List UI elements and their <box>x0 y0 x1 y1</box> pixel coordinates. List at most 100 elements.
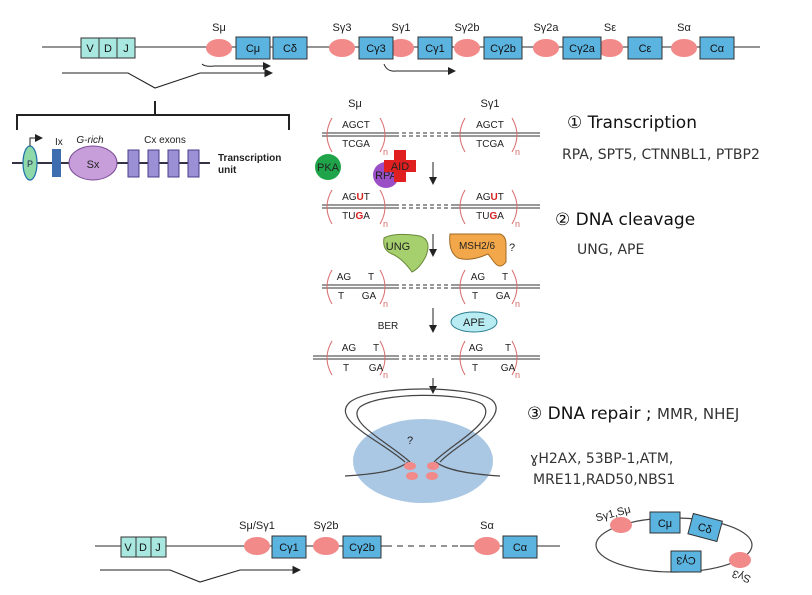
mech-s-mu-label: Sμ <box>348 98 362 110</box>
top-c-a-label: Cα <box>710 43 725 55</box>
r3-top-b-g1: T <box>502 272 508 283</box>
top-c-e <box>627 36 663 60</box>
r4-n-mu: n <box>383 370 388 380</box>
top-s-g3-label: Sγ3 <box>333 22 352 34</box>
tu-g-rich-label: G-rich <box>76 135 104 146</box>
r3-top-a-g1: AG <box>471 272 486 283</box>
top-switch-mu <box>206 39 232 57</box>
mechanism-panel: Sμ Sγ1 AGCT TCGA AGCT TCGA n n PKA RPA A… <box>313 98 540 503</box>
r4-top-b-mu: T <box>373 343 379 354</box>
bottom-j-segment <box>150 536 167 558</box>
r1-seq-bot-mu: TCGA <box>342 139 370 150</box>
top-switch-a <box>671 39 697 57</box>
excision-circle: Sγ1,Sμ Cμ Cδ Cγ3 Sγ3 <box>594 504 752 585</box>
top-c-g3 <box>358 36 394 60</box>
top-switch-g2b <box>454 39 480 57</box>
circle-c-delta <box>687 512 723 543</box>
top-c-g2b <box>483 36 523 60</box>
pka-label: PKA <box>317 162 340 174</box>
circle-s-g3-label: Sγ3 <box>731 567 753 585</box>
r2-seq-top-mu: AGUT <box>342 192 370 203</box>
step-3-title: ③ DNA repair ; <box>527 404 658 424</box>
bottom-v-label: V <box>124 542 132 554</box>
step-2-factors: UNG, APE <box>577 242 645 258</box>
bottom-switch-hybrid <box>244 537 270 555</box>
top-c-delta-label: Cδ <box>283 43 297 55</box>
bottom-c-g2b <box>342 535 382 559</box>
dna-loop-outer <box>344 388 497 463</box>
top-c-mu <box>235 36 271 60</box>
tu-cx-exon-3 <box>167 149 180 178</box>
duplex-row-3: AG T T GA AG T T GA n n <box>322 269 540 309</box>
top-v-label: V <box>86 43 94 55</box>
step-2-title: ② DNA cleavage <box>555 210 696 230</box>
top-switch-g2a <box>533 39 559 57</box>
top-c-g2a <box>562 36 602 60</box>
top-c-delta <box>272 36 308 60</box>
top-germline-arrow-g1 <box>383 63 456 75</box>
tu-cx-exon-1 <box>127 149 140 178</box>
step-3-factors-line1: ɣH2AX, 53BP-1,ATM, <box>530 451 674 467</box>
top-c-mu-label: Cμ <box>246 43 260 55</box>
bottom-j-label: J <box>155 542 161 554</box>
r3-top-a-mu: AG <box>337 272 352 283</box>
ung-protein <box>383 233 429 273</box>
step-3-heading: ③ DNA repair ; MMR, NHEJ <box>527 404 739 424</box>
pka-protein <box>315 154 341 180</box>
rpa-label: RPA <box>375 170 397 182</box>
tu-promoter-label: P <box>27 159 33 169</box>
r4-top-a-g1: AG <box>469 343 484 354</box>
loop-question: ? <box>407 435 413 447</box>
bottom-s-hybrid-label: Sμ/Sγ1 <box>239 520 275 532</box>
r3-bot-a-mu: T <box>338 291 344 302</box>
r3-bot-a-g1: T <box>472 291 478 302</box>
top-s-g2b-label: Sγ2b <box>454 22 479 34</box>
top-d-label: D <box>104 43 112 55</box>
bottom-d-label: D <box>139 542 147 554</box>
top-switch-g1 <box>388 39 414 57</box>
transcription-unit: P Ix Sx G-rich Cx exons Transcription un… <box>12 134 281 181</box>
top-c-g3-label: Cγ3 <box>366 43 386 55</box>
bottom-s-g2b-label: Sγ2b <box>313 520 338 532</box>
bottom-transcript-arrow <box>100 565 302 583</box>
circle-c-g3 <box>670 550 702 573</box>
circle-c-mu-label: Cμ <box>658 518 672 530</box>
tu-sx-region <box>68 145 118 181</box>
r1-n-mu: n <box>383 147 388 157</box>
circle-switch-hybrid <box>610 517 632 533</box>
bottom-c-g1 <box>271 535 307 559</box>
top-switch-e <box>597 39 623 57</box>
tu-cx-exon-2 <box>147 149 160 178</box>
circle-switch-g3 <box>729 552 751 568</box>
tu-start-arrow <box>29 134 43 146</box>
tu-label-line2: unit <box>218 165 237 176</box>
top-c-e-label: Cε <box>639 43 652 55</box>
bottom-c-g2b-label: Cγ2b <box>349 542 375 554</box>
circle-c-g3-label: Cγ3 <box>676 554 696 566</box>
top-c-g2b-label: Cγ2b <box>490 43 516 55</box>
msh-protein <box>449 233 507 267</box>
duplex-row-4: AG T T GA AG T T GA n n <box>313 340 540 380</box>
top-gene-locus: V D J Sμ Sγ3 Sγ1 Sγ2b Sγ2a Sε Sα Cμ Cδ C… <box>42 22 760 89</box>
top-c-g2a-label: Cγ2a <box>569 43 596 55</box>
ung-label: UNG <box>386 241 410 253</box>
r3-bot-b-mu: GA <box>362 291 377 302</box>
bottom-s-a-label: Sα <box>480 520 494 532</box>
break-site-right-bottom <box>426 472 438 480</box>
r3-top-b-mu: T <box>368 272 374 283</box>
ape-protein <box>450 311 498 333</box>
msh-label: MSH2/6 <box>459 241 496 252</box>
top-s-e-label: Sε <box>604 22 616 34</box>
duplex-row-2: AGUT TUGA AGUT TUGA n n <box>322 189 540 229</box>
zoom-bracket <box>16 101 290 130</box>
tu-sx-label: Sx <box>87 159 100 171</box>
top-j-label: J <box>123 43 129 55</box>
circle-c-delta-label: Cδ <box>696 521 713 536</box>
r4-top-a-mu: AG <box>342 343 357 354</box>
dna-loop-inner <box>356 394 487 463</box>
r4-bot-b-mu: GA <box>369 363 384 374</box>
r2-seq-bot-g1: TUGA <box>476 211 504 222</box>
r2-n-mu: n <box>383 219 388 229</box>
